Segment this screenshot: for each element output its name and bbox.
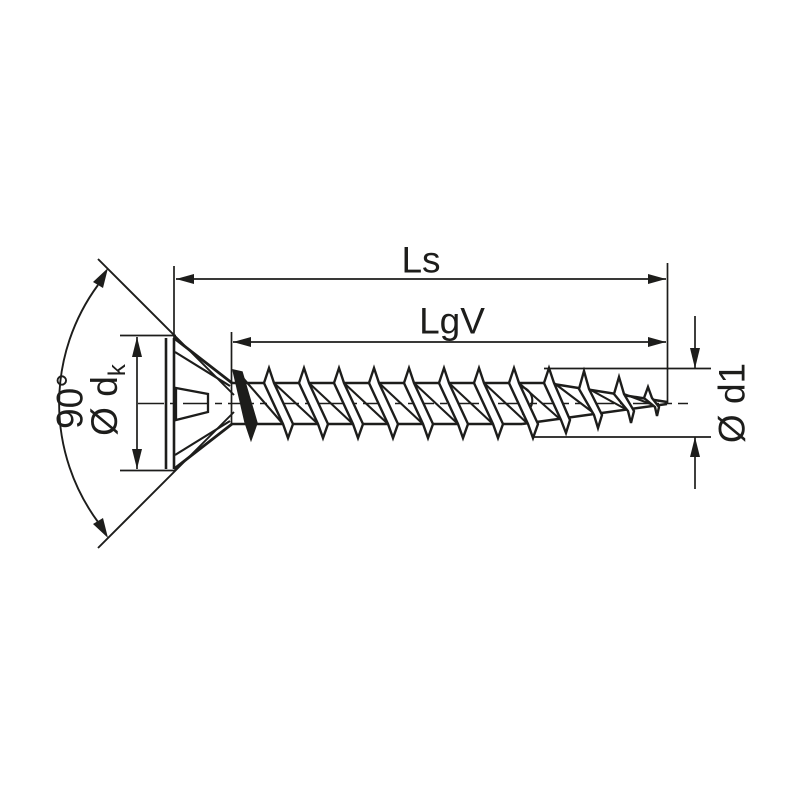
d1-arrow-bottom-icon [690, 437, 700, 457]
dimension-dk [120, 334, 176, 472]
head-angle-construction [58, 258, 235, 549]
lgv-arrow-left-icon [233, 337, 251, 347]
label-core-diameter: Ø d1 [711, 362, 753, 444]
label-head-diameter: Ø dk [83, 364, 132, 436]
drive-recess [174, 386, 210, 422]
lgv-arrow-right-icon [648, 337, 666, 347]
label-total-length: Ls [401, 239, 441, 281]
dimension-lgv [230, 332, 666, 424]
angle-arrow-top-icon [93, 268, 108, 288]
label-head-diameter-subscript: k [104, 364, 132, 377]
d1-arrow-top-icon [690, 348, 700, 369]
dk-arrow-bottom-icon [132, 449, 142, 469]
thread-crests [232, 364, 661, 443]
ls-arrow-left-icon [176, 274, 194, 284]
dk-arrow-top-icon [132, 337, 142, 357]
label-head-diameter-base: Ø d [83, 376, 125, 436]
screw-head [164, 336, 233, 471]
dimension-d1 [532, 316, 711, 489]
thread-start-crest [232, 369, 258, 443]
label-thread-length: LgV [419, 300, 485, 342]
ls-arrow-right-icon [648, 274, 666, 284]
dimension-ls [173, 263, 669, 403]
angle-arrow-bottom-icon [93, 518, 108, 538]
